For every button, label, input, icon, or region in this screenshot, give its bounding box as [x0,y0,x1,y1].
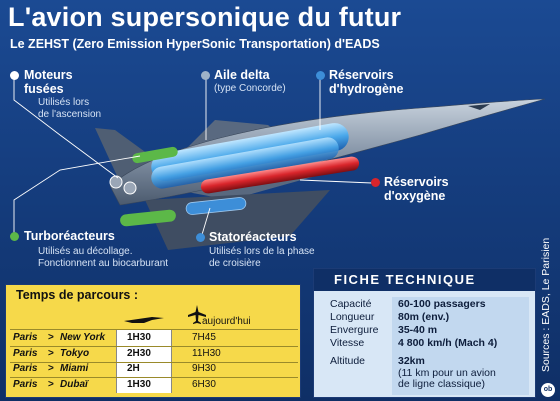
turbo-dot [10,232,19,241]
row-divider [10,377,298,378]
hydrogene-title-1: Réservoirs [329,68,394,82]
moteurs-desc-1: Utilisés lors [38,97,90,108]
source-credit: Sources : EADS, Le Parisien [540,237,552,372]
strato-desc-1: Utilisés lors de la phase [209,246,315,257]
moteurs-desc-2: de l'ascension [38,109,102,120]
publisher-logo: ob [541,383,555,397]
travel-row: Paris > Tokyo 2H30 11H30 [13,347,221,359]
oxygene-title-2: d'oxygène [384,189,446,203]
oxygene-title-1: Réservoirs [384,175,449,189]
oxygene-dot [371,178,380,187]
rocket-nozzle-2 [123,181,137,195]
spec-heading: FICHE TECHNIQUE [314,269,535,291]
leader-turbo [13,155,141,236]
rocket-nozzle-1 [109,175,123,189]
strato-dot [196,233,205,242]
spec-values-box [392,297,529,395]
row-divider [10,329,298,330]
hydrogene-dot [316,71,325,80]
turbo-desc-1: Utilisés au décollage. [38,246,133,257]
row-divider [10,346,298,347]
hydrogene-title-2: d'hydrogène [329,82,404,96]
leader-moteurs [13,76,119,179]
travel-row: Paris > New York 1H30 7H45 [13,332,216,343]
page-subtitle: Le ZEHST (Zero Emission HyperSonic Trans… [10,37,380,51]
today-label: aujourd'hui [202,316,251,327]
row-divider [10,362,298,363]
travel-rows: Paris > New York 1H30 7H45 Paris > Tokyo… [10,331,298,393]
ramjet [185,197,247,215]
leader-oxy [299,179,373,184]
aile-dot [201,71,210,80]
turbojet-lower [120,209,176,227]
oxygen-tank [200,156,360,194]
travel-row: Paris > Dubaï 1H30 6H30 [13,378,216,390]
strato-desc-2: de croisière [209,258,261,269]
zehst-column [116,329,172,393]
turbo-desc-2: Fonctionnent au biocarburant [38,258,169,269]
cockpit [468,104,490,110]
aile-desc: (type Concorde) [214,83,286,94]
travel-row: Paris > Miami 2H 9H30 [13,363,216,374]
travel-heading: Temps de parcours : [16,288,139,302]
spec-sheet-panel: FICHE TECHNIQUE Capacité 60-100 passager… [313,268,536,398]
hydrogen-tank-lower [151,137,339,189]
travel-time-panel: Temps de parcours : aujourd'hui Paris > … [5,284,301,398]
moteurs-title-1: Moteurs [24,68,73,82]
aile-title: Aile delta [214,68,270,82]
strato-title: Statoréacteurs [209,230,297,244]
page-title: L'avion supersonique du futur [8,2,402,32]
turbo-title: Turboréacteurs [24,229,115,243]
zehst-plane-icon [124,317,164,323]
turbojet-upper [132,146,178,164]
moteurs-title-2: fusées [24,82,64,96]
moteurs-dot [10,71,19,80]
airliner-icon [188,305,206,324]
